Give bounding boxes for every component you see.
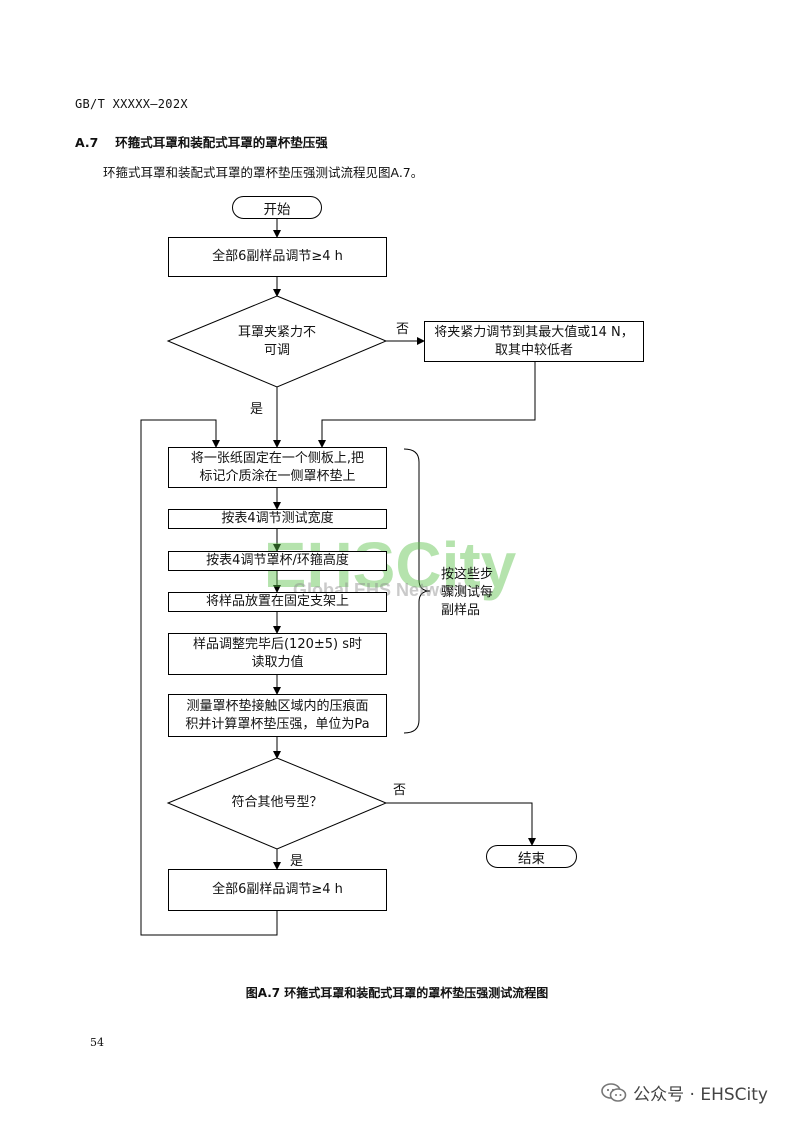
end-label: 结束 xyxy=(518,850,545,867)
brace-line1: 按这些步 xyxy=(441,567,494,582)
process-label: 全部6副样品调节≥4 h xyxy=(212,249,343,264)
brace-line2: 骤测试每 xyxy=(441,585,494,600)
footer-account: 公众号 · EHSCity xyxy=(601,1080,768,1105)
document-id: GB/T XXXXX—202X xyxy=(75,97,188,111)
step5-line2: 读取力值 xyxy=(251,655,304,670)
process-label-2: 全部6副样品调节≥4 h xyxy=(212,882,343,897)
step6-line1: 测量罩杯垫接触区域内的压痕面 xyxy=(186,698,369,714)
decision2-yes-label: 是 xyxy=(290,854,304,869)
step3-label: 按表4调节罩杯/环箍高度 xyxy=(206,553,349,568)
step2-label: 按表4调节测试宽度 xyxy=(221,511,334,526)
decision2-no-label: 否 xyxy=(393,783,407,798)
decision1-text: 耳罩夹紧力不 可调 xyxy=(200,324,354,360)
figure-caption: 图A.7 环箍式耳罩和装配式耳罩的罩杯垫压强测试流程图 xyxy=(245,986,549,1000)
brace-note: 按这些步 骤测试每 副样品 xyxy=(441,566,521,620)
step1-line1: 将一张纸固定在一个侧板上,把 xyxy=(190,450,365,466)
section-title: A.7 环箍式耳罩和装配式耳罩的罩杯垫压强 xyxy=(75,135,328,150)
process-box-adjust-force: 将夹紧力调节到其最大值或14 N， 取其中较低者 xyxy=(424,321,644,362)
process-box-all-samples: 全部6副样品调节≥4 h xyxy=(168,237,387,277)
decision1-line1: 耳罩夹紧力不 xyxy=(237,325,316,340)
step6-line2: 积并计算罩杯垫压强，单位为Pa xyxy=(185,716,370,732)
step5-line1: 样品调整完毕后(120±5) s时 xyxy=(192,637,363,652)
footer-text: 公众号 · EHSCity xyxy=(633,1085,768,1105)
decision1-yes-label: 是 xyxy=(250,402,264,417)
start-label: 开始 xyxy=(263,201,291,218)
decision2-text: 符合其他号型？ xyxy=(231,795,323,810)
step4-label: 将样品放置在固定支架上 xyxy=(205,594,349,609)
step-box-6: 测量罩杯垫接触区域内的压痕面 积并计算罩杯垫压强，单位为Pa xyxy=(168,694,387,737)
step-box-5: 样品调整完毕后(120±5) s时 读取力值 xyxy=(168,633,387,675)
decision1-line2: 可调 xyxy=(263,343,290,358)
process-box-all-samples-2: 全部6副样品调节≥4 h xyxy=(168,869,387,911)
decision-diamond-2 xyxy=(166,757,388,850)
step-box-4: 将样品放置在固定支架上 xyxy=(168,592,387,612)
brace-line3: 副样品 xyxy=(441,603,481,618)
step-box-2: 按表4调节测试宽度 xyxy=(168,509,387,529)
wechat-icon xyxy=(601,1082,627,1103)
step1-line2: 标记介质涂在一侧罩杯垫上 xyxy=(199,468,356,484)
step-box-3: 按表4调节罩杯/环箍高度 xyxy=(168,551,387,571)
intro-paragraph: 环箍式耳罩和装配式耳罩的罩杯垫压强测试流程见图A.7。 xyxy=(103,165,424,180)
adjust-line1: 将夹紧力调节到其最大值或14 N， xyxy=(434,324,634,340)
start-terminal: 开始 xyxy=(232,196,322,219)
adjust-line2: 取其中较低者 xyxy=(494,342,573,358)
step-box-1: 将一张纸固定在一个侧板上,把 标记介质涂在一侧罩杯垫上 xyxy=(168,447,387,488)
decision1-no-label: 否 xyxy=(396,322,410,337)
end-terminal: 结束 xyxy=(486,845,577,868)
decision-diamond-1 xyxy=(166,295,388,388)
page-number: 54 xyxy=(90,1036,104,1049)
